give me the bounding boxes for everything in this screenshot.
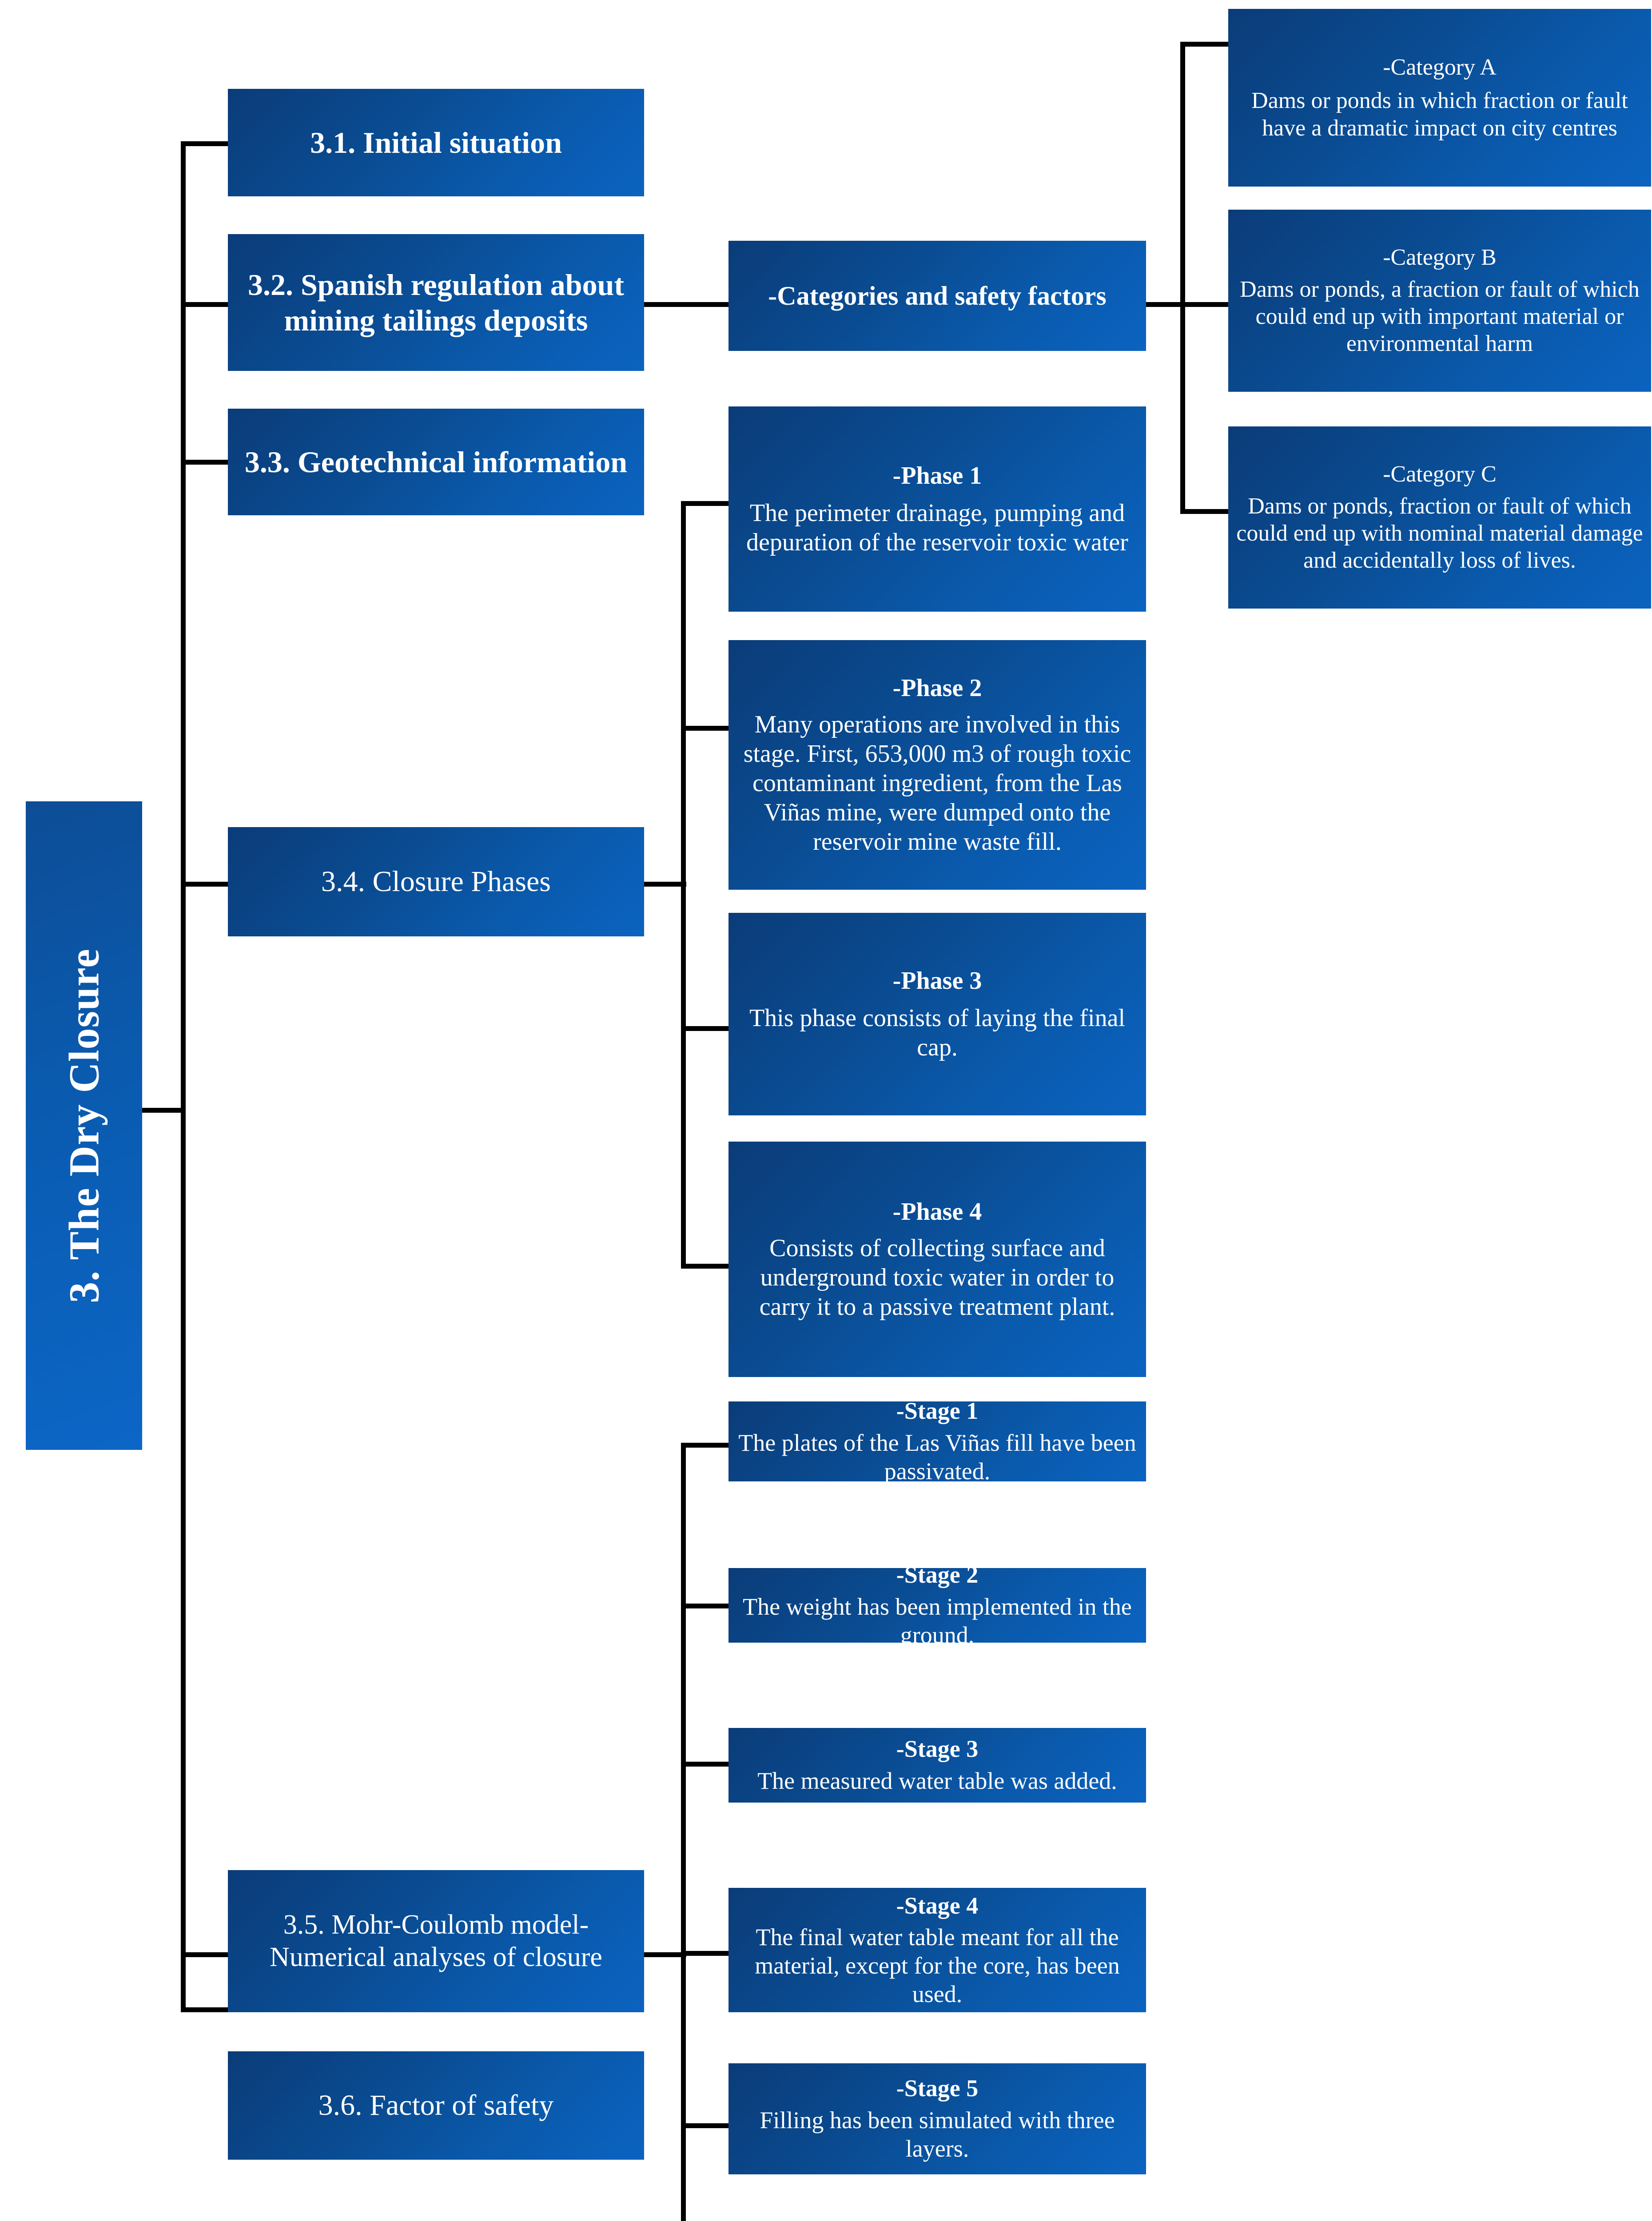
connector-root-to-trunk	[142, 1108, 184, 1113]
connector-s35-to-stages	[644, 1952, 686, 1957]
connector-stub-s34	[181, 882, 228, 887]
connector-stub-stage-2	[681, 1604, 730, 1608]
node-phase-3[interactable]: -Phase 3 This phase consists of laying t…	[728, 913, 1146, 1115]
phase-header: -Phase 1	[892, 462, 982, 490]
stage-body: The final water table meant for all the …	[755, 1924, 1120, 2007]
connector-stub-s35	[181, 1952, 228, 1957]
node-label: 3.6. Factor of safety	[318, 2089, 554, 2122]
node-label: 3.3. Geotechnical information	[244, 445, 628, 479]
category-header: -Category B	[1383, 245, 1497, 271]
stage-header: -Stage 2	[896, 1561, 979, 1588]
node-3-4-closure-phases[interactable]: 3.4. Closure Phases	[228, 827, 644, 936]
connector-main-trunk	[181, 141, 186, 2010]
connector-s34-to-phases	[644, 882, 686, 887]
connector-stub-phase-4	[681, 1264, 730, 1269]
stage-body: The measured water table was added.	[757, 1767, 1117, 1794]
node-label: 3.4. Closure Phases	[321, 865, 551, 898]
connector-stub-category-a	[1180, 42, 1229, 47]
node-3-1-initial-situation[interactable]: 3.1. Initial situation	[228, 89, 644, 196]
root-node-label: 3. The Dry Closure	[60, 948, 108, 1303]
connector-stub-s31	[181, 141, 228, 146]
category-body: Dams or ponds in which fraction or fault…	[1251, 88, 1628, 141]
phase-body: Consists of collecting surface and under…	[759, 1234, 1115, 1321]
connector-stub-stage-5	[681, 2123, 730, 2128]
phase-body: This phase consists of laying the final …	[749, 1004, 1126, 1062]
node-label: 3.5. Mohr-Coulomb model- Numerical analy…	[270, 1909, 602, 1972]
node-label: 3.1. Initial situation	[310, 125, 562, 159]
connector-stub-category-c	[1180, 509, 1229, 514]
connector-stub-phase-2	[681, 726, 730, 731]
node-phase-2[interactable]: -Phase 2 Many operations are involved in…	[728, 640, 1146, 890]
node-category-b[interactable]: -Category B Dams or ponds, a fraction or…	[1228, 210, 1651, 392]
stage-body: The weight has been implemented in the g…	[743, 1593, 1132, 1648]
stage-header: -Stage 3	[896, 1735, 979, 1763]
connector-stub-stage-1	[681, 1443, 730, 1448]
phase-body: The perimeter drainage, pumping and depu…	[746, 499, 1128, 557]
node-stage-1[interactable]: -Stage 1 The plates of the Las Viñas fil…	[728, 1397, 1146, 1485]
connector-categories-to-trunk	[1145, 302, 1185, 307]
stage-header: -Stage 1	[896, 1397, 979, 1425]
category-body: Dams or ponds, fraction or fault of whic…	[1236, 493, 1643, 573]
node-categories-and-safety-factors[interactable]: -Categories and safety factors	[728, 241, 1146, 351]
phase-body: Many operations are involved in this sta…	[743, 710, 1131, 856]
stage-body: The plates of the Las Viñas fill have be…	[738, 1429, 1136, 1485]
category-header: -Category C	[1383, 462, 1497, 487]
stage-body: Filling has been simulated with three la…	[760, 2107, 1115, 2162]
node-category-a[interactable]: -Category A Dams or ponds in which fract…	[1228, 9, 1651, 187]
connector-stage-trunk	[681, 1443, 686, 2221]
connector-stub-s33	[181, 460, 228, 465]
node-phase-1[interactable]: -Phase 1 The perimeter drainage, pumping…	[728, 406, 1146, 612]
connector-stub-stage-3	[681, 1762, 730, 1767]
connector-stub-s32	[181, 302, 228, 307]
node-3-2-spanish-regulation[interactable]: 3.2. Spanish regulation about mining tai…	[228, 234, 644, 371]
stage-header: -Stage 5	[896, 2075, 979, 2102]
connector-stub-phase-1	[681, 501, 730, 506]
connector-stub-category-b	[1180, 302, 1229, 307]
node-3-3-geotechnical-information[interactable]: 3.3. Geotechnical information	[228, 409, 644, 515]
node-label: 3.2. Spanish regulation about mining tai…	[247, 267, 625, 337]
node-category-c[interactable]: -Category C Dams or ponds, fraction or f…	[1228, 426, 1651, 609]
node-stage-3[interactable]: -Stage 3 The measured water table was ad…	[728, 1728, 1146, 1803]
phase-header: -Phase 2	[892, 674, 982, 702]
category-body: Dams or ponds, a fraction or fault of wh…	[1240, 276, 1640, 357]
node-stage-2[interactable]: -Stage 2 The weight has been implemented…	[728, 1561, 1146, 1648]
root-node[interactable]: 3. The Dry Closure	[26, 801, 142, 1450]
node-stage-5[interactable]: -Stage 5 Filling has been simulated with…	[728, 2063, 1146, 2174]
phase-header: -Phase 4	[892, 1198, 982, 1226]
connector-s32-to-categories	[644, 302, 728, 307]
node-3-5-mohr-coulomb-model[interactable]: 3.5. Mohr-Coulomb model- Numerical analy…	[228, 1870, 644, 2012]
connector-category-trunk	[1180, 42, 1185, 514]
connector-stub-stage-4	[681, 1951, 730, 1956]
connector-stub-phase-3	[681, 1026, 730, 1031]
connector-phase-trunk	[681, 501, 686, 1266]
stage-header: -Stage 4	[896, 1892, 979, 1919]
node-3-6-factor-of-safety[interactable]: 3.6. Factor of safety	[228, 2051, 644, 2160]
node-phase-4[interactable]: -Phase 4 Consists of collecting surface …	[728, 1142, 1146, 1377]
category-header: -Category A	[1383, 54, 1497, 80]
node-label: -Categories and safety factors	[768, 281, 1107, 310]
node-stage-4[interactable]: -Stage 4 The final water table meant for…	[728, 1888, 1146, 2012]
phase-header: -Phase 3	[892, 967, 982, 995]
connector-stub-s36	[181, 2007, 228, 2012]
